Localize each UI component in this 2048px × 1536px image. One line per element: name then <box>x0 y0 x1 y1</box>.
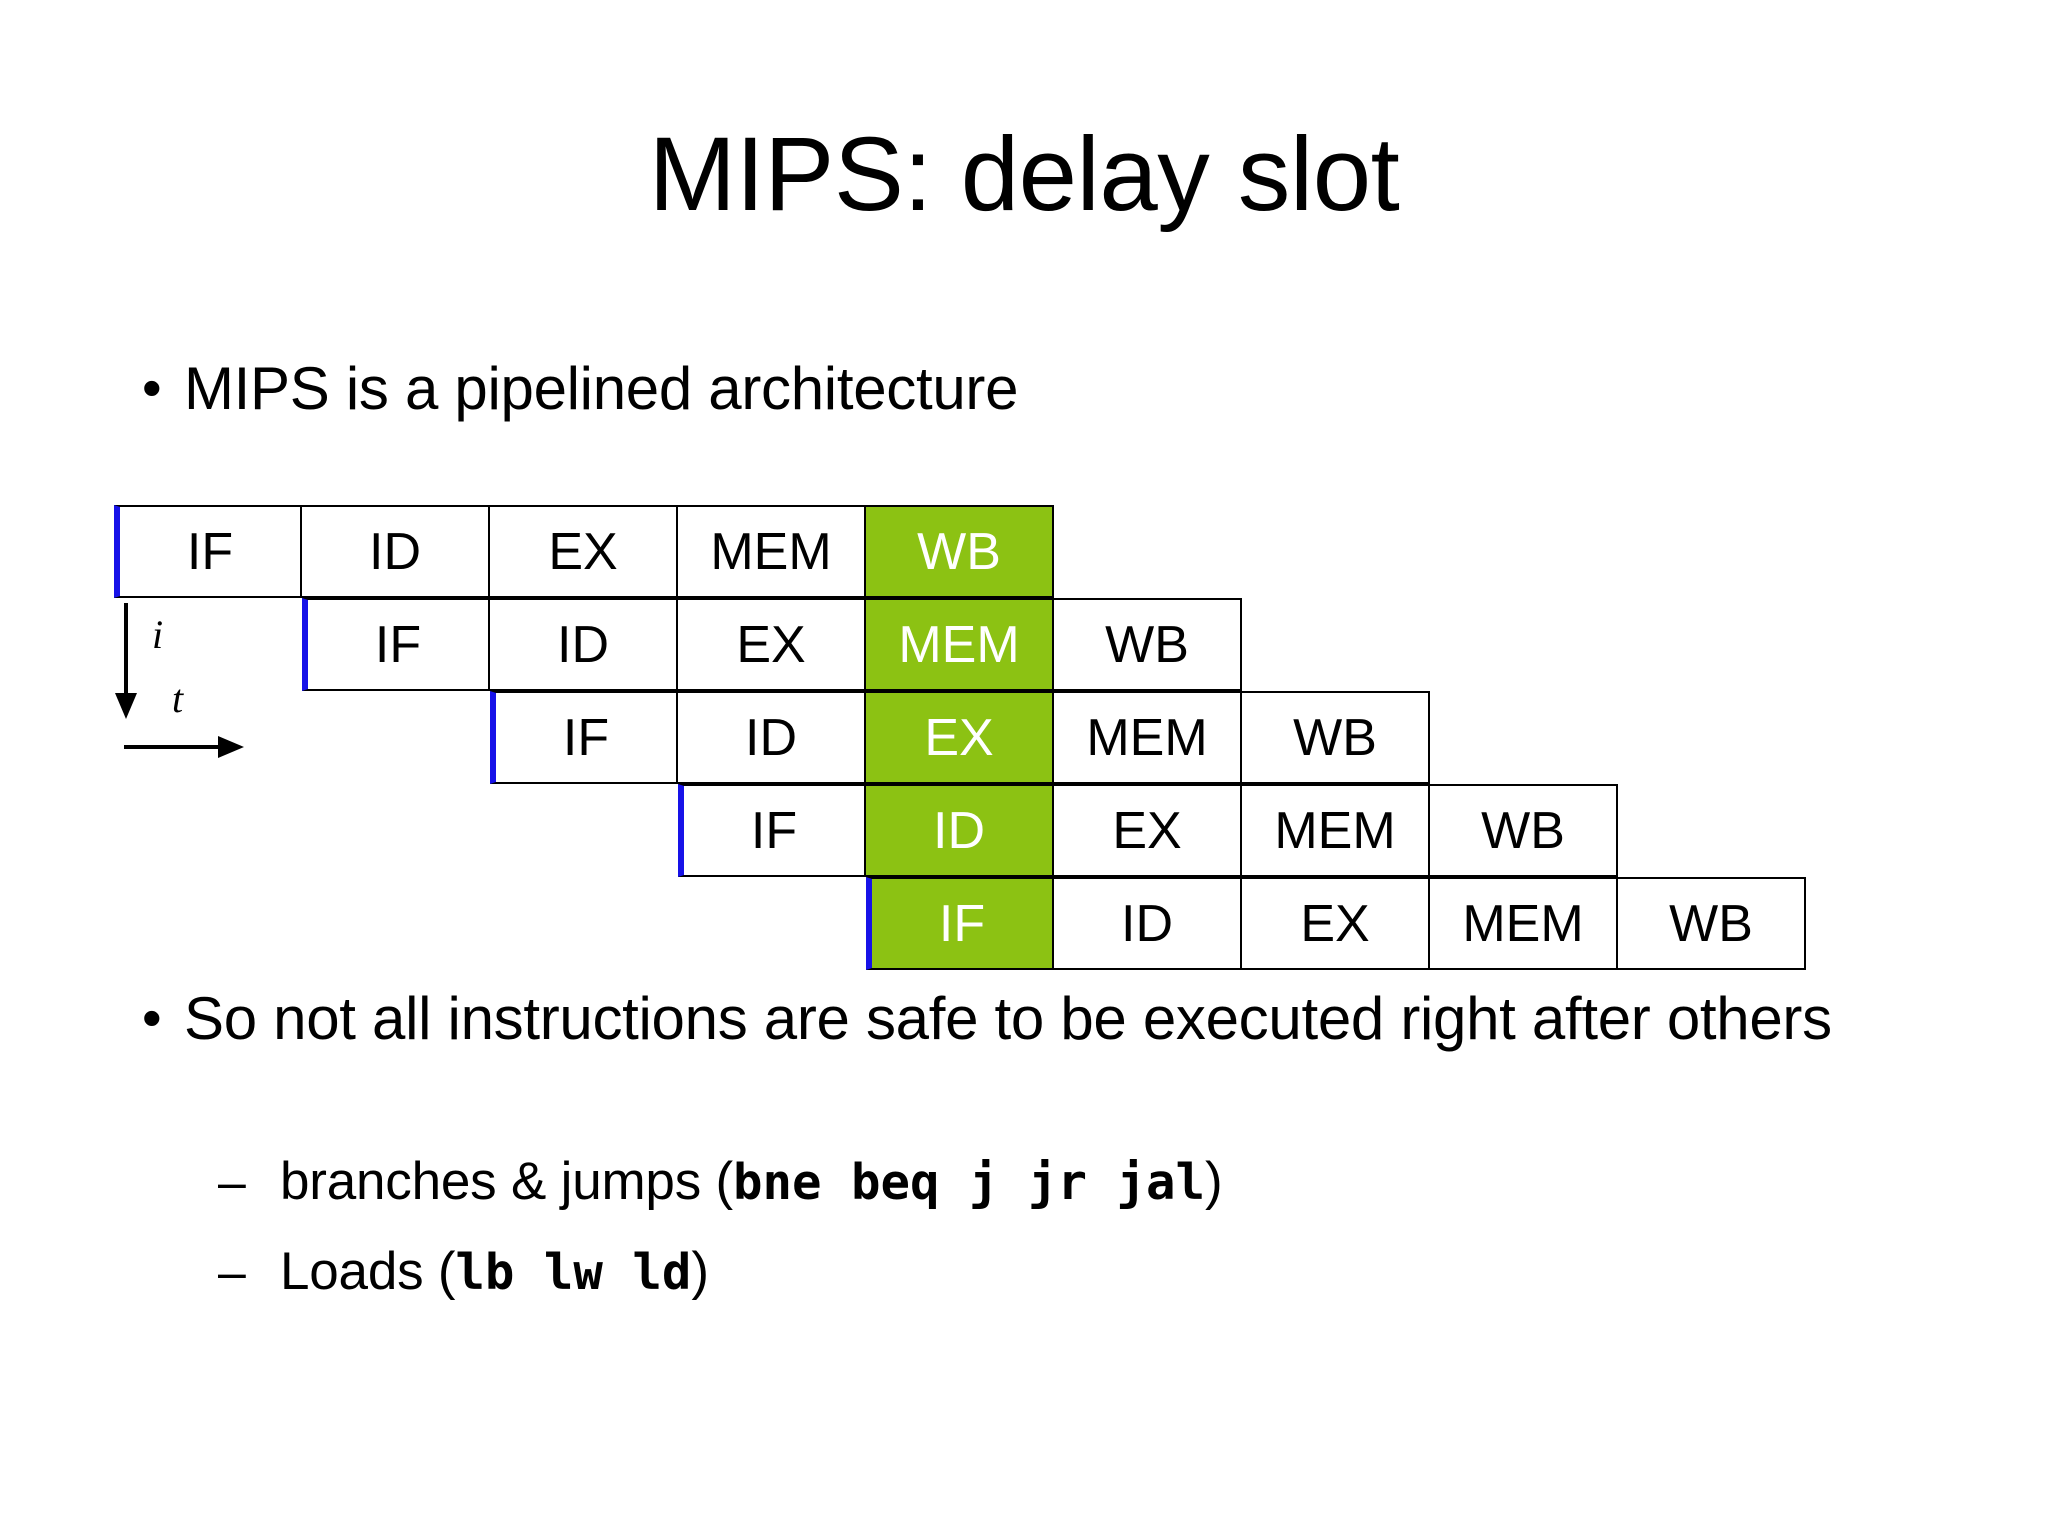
pipeline-stage-cell: MEM <box>678 505 866 598</box>
instruction-axis: i <box>108 601 228 736</box>
pipeline-stage-cell: EX <box>866 691 1054 784</box>
page-title: MIPS: delay slot <box>648 116 1400 233</box>
sub-bullet-branches-jumps: – branches & jumps (bne beq j jr jal) <box>218 1152 1223 1213</box>
bullet-marker-icon: • <box>142 356 162 419</box>
pipeline-stage-cell: EX <box>1054 784 1242 877</box>
pipeline-stage-cell: ID <box>866 784 1054 877</box>
bullet-not-all-safe-text: So not all instructions are safe to be e… <box>184 985 1832 1052</box>
pipeline-stage-cell: ID <box>1054 877 1242 970</box>
bullet-not-all-safe: • So not all instructions are safe to be… <box>122 985 1842 1053</box>
sub-bullet-branches-text: branches & jumps (bne beq j jr jal) <box>280 1152 1223 1213</box>
bullet-pipelined-architecture-text: MIPS is a pipelined architecture <box>184 355 1019 422</box>
pipeline-stage-cell: MEM <box>1054 691 1242 784</box>
pipeline-stage-cell: IF <box>678 784 866 877</box>
sub-bullet-loads-prefix: Loads ( <box>280 1242 456 1301</box>
pipeline-stage-cell: MEM <box>1430 877 1618 970</box>
pipeline-stage-cell: WB <box>1430 784 1618 877</box>
pipeline-stage-cell: EX <box>490 505 678 598</box>
sub-bullet-loads-text: Loads (lb lw ld) <box>280 1242 709 1303</box>
pipeline-stage-cell: ID <box>678 691 866 784</box>
pipeline-stage-cell: IF <box>302 598 490 691</box>
bullet-marker-icon: • <box>142 986 162 1049</box>
pipeline-stage-cell: WB <box>866 505 1054 598</box>
pipeline-stage-cell: ID <box>490 598 678 691</box>
pipeline-stage-cell: MEM <box>1242 784 1430 877</box>
pipeline-stage-cell: WB <box>1242 691 1430 784</box>
pipeline-stage-cell: EX <box>1242 877 1430 970</box>
pipeline-stage-cell: IF <box>490 691 678 784</box>
bullet-pipelined-architecture: • MIPS is a pipelined architecture <box>122 355 1822 423</box>
sub-bullet-branches-suffix: ) <box>1205 1152 1223 1211</box>
arrow-down-icon <box>115 603 137 719</box>
sub-bullet-branches-prefix: branches & jumps ( <box>280 1152 733 1211</box>
sub-bullet-dash-icon: – <box>218 1154 246 1210</box>
pipeline-stage-cell: IF <box>114 505 302 598</box>
pipeline-stage-cell: IF <box>866 877 1054 970</box>
pipeline-stage-cell: WB <box>1618 877 1806 970</box>
sub-bullet-branches-code: bne beq j jr jal <box>732 1154 1205 1211</box>
pipeline-stage-cell: MEM <box>866 598 1054 691</box>
pipeline-stage-cell: EX <box>678 598 866 691</box>
time-axis-label: t <box>172 676 184 721</box>
sub-bullet-loads-code: lb lw ld <box>455 1244 692 1301</box>
sub-bullet-dash-icon: – <box>218 1244 246 1300</box>
time-axis: t <box>122 676 262 772</box>
pipeline-stage-cell: WB <box>1054 598 1242 691</box>
sub-bullet-loads: – Loads (lb lw ld) <box>218 1242 709 1303</box>
arrow-right-icon <box>124 736 244 758</box>
instruction-axis-label: i <box>152 612 164 657</box>
pipeline-stage-cell: ID <box>302 505 490 598</box>
sub-bullet-loads-suffix: ) <box>691 1242 709 1301</box>
